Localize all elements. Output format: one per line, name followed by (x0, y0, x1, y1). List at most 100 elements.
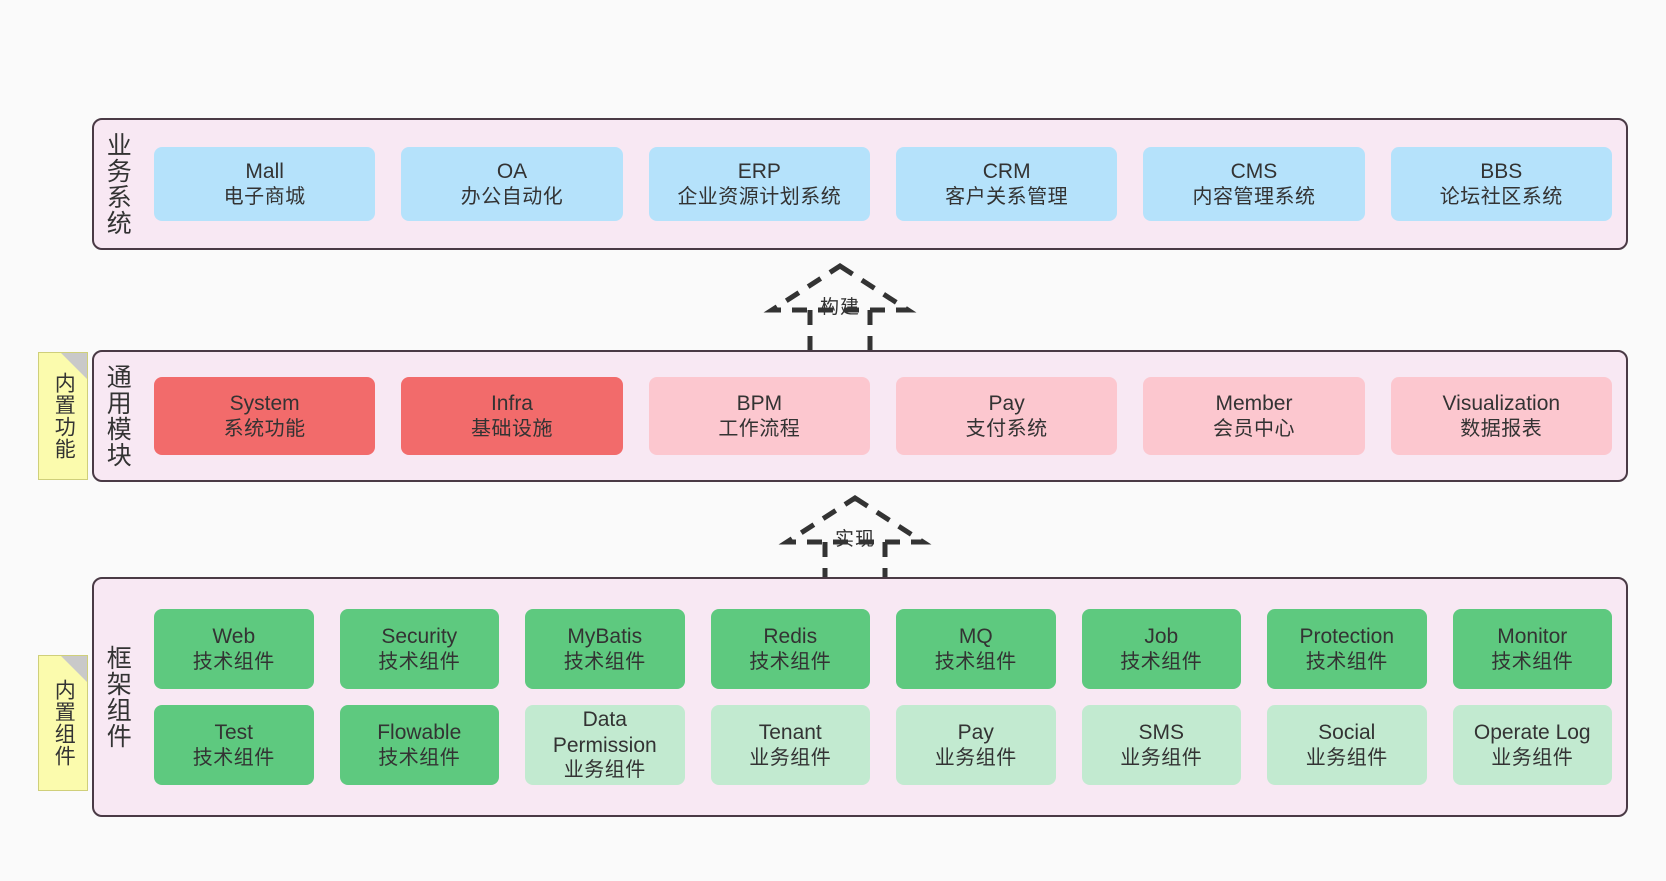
layer-label-common: 通用模块 (103, 364, 132, 468)
module-bbs[interactable]: BBS 论坛社区系统 (1390, 147, 1612, 221)
component-pay[interactable]: Pay 业务组件 (896, 705, 1056, 785)
note-label: 内置功能 (52, 372, 76, 460)
component-title-cn: 业务组件 (563, 759, 646, 782)
component-mybatis[interactable]: MyBatis 技术组件 (525, 609, 685, 689)
module-erp[interactable]: ERP 企业资源计划系统 (648, 147, 870, 221)
connector-label-build: 构建 (819, 297, 861, 318)
component-flowable[interactable]: Flowable 技术组件 (339, 705, 499, 785)
module-title-en: Member (1215, 392, 1293, 415)
layer-business-system: 业务系统 Mall 电子商城 OA 办公自动化 ERP 企业资源计划系统 CRM… (92, 118, 1628, 250)
layer-body-business: Mall 电子商城 OA 办公自动化 ERP 企业资源计划系统 CRM 客户关系… (140, 120, 1626, 248)
component-title-cn: 技术组件 (192, 650, 275, 673)
module-title-en: BBS (1480, 160, 1523, 183)
component-title-cn: 技术组件 (192, 746, 275, 769)
component-title-en: Job (1144, 625, 1179, 648)
note-fold-corner-icon (61, 656, 87, 682)
component-title-en: Social (1318, 721, 1376, 744)
note-fold-corner-icon (61, 353, 87, 379)
module-title-en: CRM (982, 160, 1031, 183)
module-system[interactable]: System 系统功能 (154, 377, 376, 455)
component-title-en: Protection (1299, 625, 1395, 648)
module-title-en: CMS (1230, 160, 1278, 183)
module-title-en: Infra (490, 392, 533, 415)
component-monitor[interactable]: Monitor 技术组件 (1452, 609, 1612, 689)
component-title-en: MQ (958, 625, 993, 648)
module-title-en: System (229, 392, 300, 415)
connector-label-realize: 实现 (834, 529, 876, 550)
module-title-cn: 基础设施 (470, 417, 553, 440)
connector-build: 构建 (760, 258, 920, 358)
component-title-cn: 技术组件 (1305, 650, 1388, 673)
module-title-cn: 客户关系管理 (945, 185, 1069, 208)
module-mall[interactable]: Mall 电子商城 (154, 147, 376, 221)
layer-label-business: 业务系统 (103, 132, 132, 236)
component-title-cn: 技术组件 (378, 746, 461, 769)
module-title-cn: 论坛社区系统 (1439, 185, 1563, 208)
module-bpm[interactable]: BPM 工作流程 (648, 377, 870, 455)
component-title-cn: 技术组件 (934, 650, 1017, 673)
module-visualization[interactable]: Visualization 数据报表 (1390, 377, 1612, 455)
component-title-cn: 技术组件 (1491, 650, 1574, 673)
module-title-cn: 数据报表 (1460, 417, 1543, 440)
component-title-cn: 业务组件 (1305, 746, 1388, 769)
layer-framework-component: 框架组件 Web 技术组件 Security 技术组件 MyBatis 技术组件… (92, 577, 1628, 817)
component-title-en: MyBatis (567, 625, 643, 648)
component-security[interactable]: Security 技术组件 (339, 609, 499, 689)
module-cms[interactable]: CMS 内容管理系统 (1143, 147, 1365, 221)
module-title-cn: 支付系统 (965, 417, 1048, 440)
component-tenant[interactable]: Tenant 业务组件 (710, 705, 870, 785)
component-test[interactable]: Test 技术组件 (154, 705, 314, 785)
component-protection[interactable]: Protection 技术组件 (1267, 609, 1427, 689)
layer-common-module: 通用模块 System 系统功能 Infra 基础设施 BPM 工作流程 Pay… (92, 350, 1628, 482)
component-title-cn: 业务组件 (1491, 746, 1574, 769)
component-data-permission[interactable]: Data Permission 业务组件 (525, 705, 685, 785)
module-title-en: Mall (245, 160, 284, 183)
component-title-cn: 业务组件 (934, 746, 1017, 769)
layer-label-framework: 框架组件 (103, 645, 132, 749)
module-crm[interactable]: CRM 客户关系管理 (895, 147, 1118, 221)
component-title-cn: 技术组件 (378, 650, 461, 673)
module-oa[interactable]: OA 办公自动化 (401, 147, 623, 221)
note-label: 内置组件 (52, 679, 76, 767)
row-business-1: Mall 电子商城 OA 办公自动化 ERP 企业资源计划系统 CRM 客户关系… (154, 147, 1612, 221)
module-title-en: Visualization (1442, 392, 1561, 415)
component-title-en: Test (214, 721, 253, 744)
component-title-cn: 技术组件 (749, 650, 832, 673)
module-title-cn: 工作流程 (718, 417, 801, 440)
component-title-en: Security (381, 625, 458, 648)
component-title-en: Redis (763, 625, 818, 648)
row-framework-tech: Web 技术组件 Security 技术组件 MyBatis 技术组件 Redi… (154, 609, 1612, 689)
component-title-cn: 技术组件 (563, 650, 646, 673)
module-pay[interactable]: Pay 支付系统 (895, 377, 1118, 455)
component-title-en: SMS (1138, 721, 1184, 744)
module-title-en: Pay (988, 392, 1025, 415)
component-title-en: Data Permission (552, 708, 657, 757)
module-title-cn: 内容管理系统 (1192, 185, 1316, 208)
note-builtin-component: 内置组件 (38, 655, 88, 791)
component-sms[interactable]: SMS 业务组件 (1081, 705, 1241, 785)
component-title-cn: 业务组件 (749, 746, 832, 769)
component-title-cn: 业务组件 (1120, 746, 1203, 769)
component-redis[interactable]: Redis 技术组件 (710, 609, 870, 689)
component-title-cn: 技术组件 (1120, 650, 1203, 673)
component-social[interactable]: Social 业务组件 (1267, 705, 1427, 785)
layer-body-framework: Web 技术组件 Security 技术组件 MyBatis 技术组件 Redi… (140, 579, 1626, 815)
module-title-en: BPM (736, 392, 783, 415)
component-title-en: Web (212, 625, 256, 648)
component-mq[interactable]: MQ 技术组件 (896, 609, 1056, 689)
component-web[interactable]: Web 技术组件 (154, 609, 314, 689)
component-title-en: Flowable (377, 721, 462, 744)
note-builtin-function: 内置功能 (38, 352, 88, 480)
layer-body-common: System 系统功能 Infra 基础设施 BPM 工作流程 Pay 支付系统… (140, 352, 1626, 480)
module-title-cn: 办公自动化 (460, 185, 564, 208)
component-title-en: Tenant (758, 721, 822, 744)
component-title-en: Pay (957, 721, 994, 744)
module-title-cn: 电子商城 (223, 185, 306, 208)
row-framework-business: Test 技术组件 Flowable 技术组件 Data Permission … (154, 705, 1612, 785)
row-common-1: System 系统功能 Infra 基础设施 BPM 工作流程 Pay 支付系统… (154, 377, 1612, 455)
component-operate-log[interactable]: Operate Log 业务组件 (1452, 705, 1612, 785)
module-member[interactable]: Member 会员中心 (1143, 377, 1365, 455)
connector-realize: 实现 (775, 490, 935, 590)
module-infra[interactable]: Infra 基础设施 (401, 377, 623, 455)
component-job[interactable]: Job 技术组件 (1081, 609, 1241, 689)
